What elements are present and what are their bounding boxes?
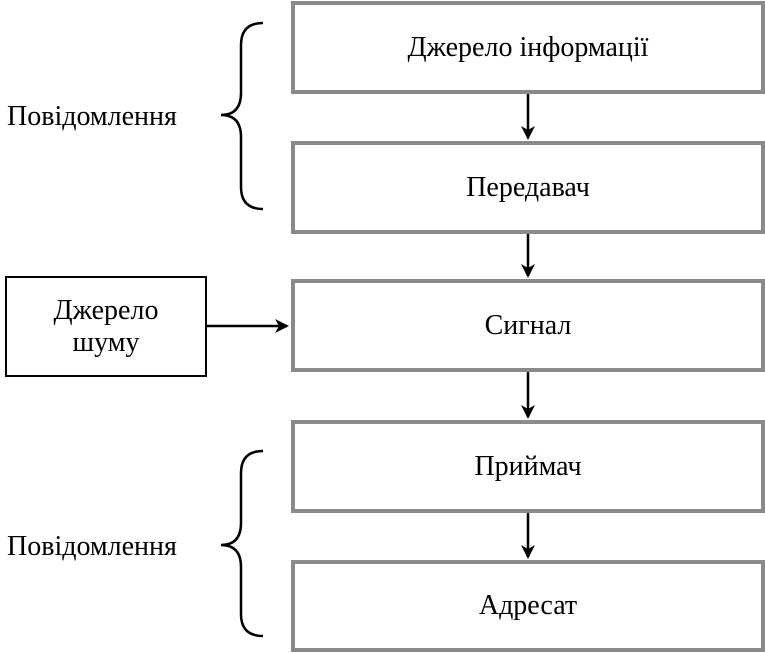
box-noise-frame [5, 276, 207, 377]
box-transmitter: Передавач [291, 141, 765, 234]
box-addressee: Адресат [291, 560, 765, 652]
box-transmitter-label: Передавач [466, 172, 590, 203]
bottom-bracket-label: Повідомлення [7, 531, 177, 562]
box-noise-label-line2: шуму [73, 327, 140, 358]
box-signal-frame [291, 279, 765, 372]
box-source-frame [291, 1, 765, 94]
curly-brace-icon [220, 21, 264, 211]
box-receiver: Приймач [291, 420, 765, 513]
box-signal: Сигнал [291, 279, 765, 372]
box-receiver-label: Приймач [474, 451, 581, 482]
box-transmitter-frame [291, 141, 765, 234]
box-addressee-frame [291, 560, 765, 652]
curly-brace-icon [220, 449, 264, 638]
top-bracket-label: Повідомлення [7, 101, 177, 132]
box-noise-label-line1: Джерело [54, 295, 159, 326]
box-signal-label: Сигнал [485, 310, 572, 341]
box-noise: Джерело шуму [5, 276, 207, 377]
box-source: Джерело інформації [291, 1, 765, 94]
box-addressee-label: Адресат [479, 590, 577, 621]
box-receiver-frame [291, 420, 765, 513]
box-source-label: Джерело інформації [408, 32, 649, 63]
